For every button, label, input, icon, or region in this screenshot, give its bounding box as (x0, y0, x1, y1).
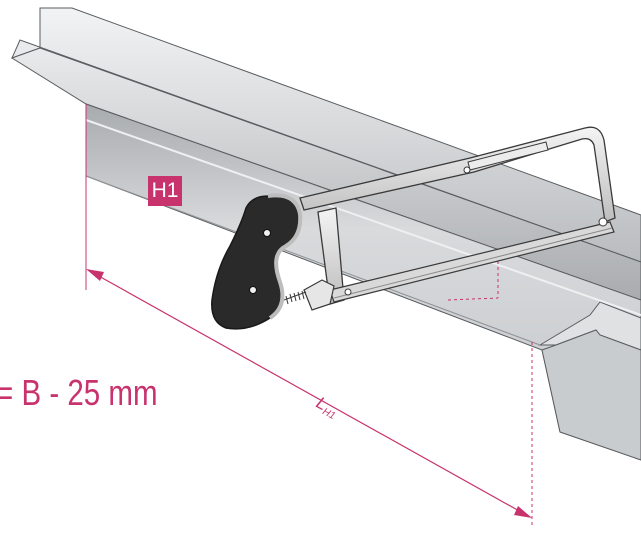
rail-lower-face (541, 329, 641, 461)
saw-wing-nut (303, 279, 335, 311)
saw-blade-pin-rear (598, 217, 608, 227)
length-formula: = B - 25 mm (0, 372, 158, 413)
dimension-arrow-right (514, 506, 532, 518)
saw-handle-rivet-top (263, 229, 271, 237)
saw-handle-rim (267, 193, 303, 320)
saw-handle-rivet-bottom (249, 286, 257, 294)
aluminium-rail (10, 7, 641, 461)
saw-rivet (463, 166, 471, 174)
saw-frame-slot (467, 141, 549, 171)
rail-highlight-line (85, 119, 641, 316)
cut-marker-horizontal (447, 297, 499, 301)
dimension-lines (85, 104, 533, 525)
saw-tension-screw (283, 290, 307, 305)
part-label-h1: H1 (148, 176, 182, 206)
dimension-arrow-left (86, 269, 104, 281)
saw-blade-edge (333, 227, 613, 299)
saw-blade-pin-front (344, 288, 352, 296)
saw-blade (329, 221, 615, 303)
dimension-line (87, 269, 531, 518)
hacksaw-icon (211, 126, 616, 330)
rail-upper-shelf (10, 47, 641, 301)
